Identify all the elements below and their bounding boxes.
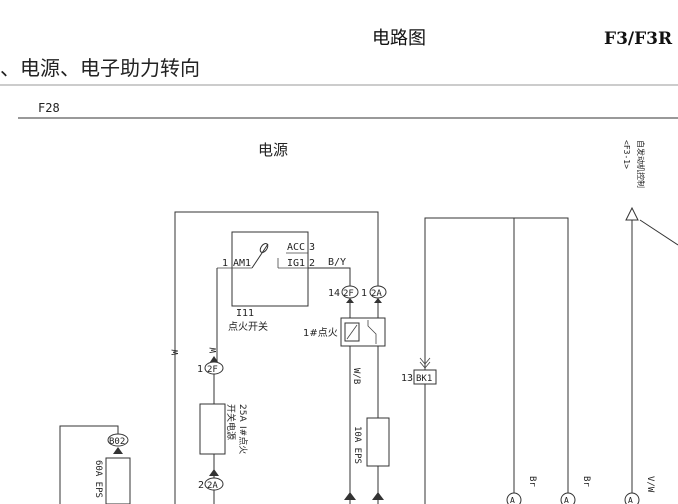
right-bus-wire bbox=[424, 217, 569, 504]
wire-color-by: B/Y bbox=[328, 257, 346, 268]
relay-pin-left: 14 bbox=[328, 288, 340, 299]
terminal-a-1 bbox=[506, 492, 522, 504]
relay-box bbox=[340, 317, 386, 347]
wire-color-br2: Br bbox=[581, 476, 591, 487]
fuse-25a-label2: 开关电源 bbox=[225, 404, 237, 440]
relay-pin-right: 1 bbox=[361, 288, 367, 299]
terminal-a-3-label: A bbox=[628, 496, 633, 504]
model-label: F3/F3R 车 bbox=[604, 28, 678, 49]
wire-color-wb: W/B bbox=[351, 368, 361, 384]
fuse-eps-60a bbox=[105, 457, 131, 504]
relay-coil-slash bbox=[346, 324, 358, 340]
fuse-25a-rating: 25A bbox=[237, 404, 247, 422]
bk1-id: BK1 bbox=[416, 374, 432, 384]
eps-60a-branch-wire bbox=[59, 425, 119, 504]
relay-contact-icon bbox=[367, 320, 377, 344]
pin-am1-number: 1 bbox=[222, 258, 228, 269]
arrow-bottom-left-icon bbox=[344, 492, 356, 500]
arrow-2a-icon bbox=[374, 298, 382, 303]
relay-conn-right: 2A bbox=[371, 289, 382, 299]
connector-b02 bbox=[107, 433, 129, 447]
relay-name: 1#点火 bbox=[303, 327, 338, 339]
ig1-output-wire bbox=[308, 267, 351, 290]
ecu-diagonal-wire bbox=[639, 219, 678, 246]
wire-color-w-am1: W bbox=[209, 347, 219, 353]
fuse-eps-60a-label: 60A EPS bbox=[93, 460, 103, 498]
wire-color-w-main: W bbox=[171, 349, 181, 355]
wire-color-br1: Br bbox=[527, 476, 537, 487]
power-title: 电源 bbox=[258, 141, 288, 159]
pin-acc-number: 3 bbox=[309, 242, 315, 253]
terminal-a-1-label: A bbox=[510, 496, 515, 504]
doc-title: 电路图 bbox=[372, 28, 426, 49]
main-power-wire bbox=[174, 211, 379, 504]
page-code: F28 bbox=[38, 101, 60, 115]
connector-bk1 bbox=[413, 369, 437, 385]
terminal-a-3 bbox=[624, 492, 640, 504]
ecu-arrow-icon bbox=[625, 206, 639, 221]
switch-arm bbox=[251, 243, 269, 269]
arrow-c2a-icon bbox=[209, 469, 219, 476]
switch-knob-icon bbox=[259, 243, 269, 253]
b02-id: B02 bbox=[109, 437, 125, 447]
c2a-pin: 2 bbox=[198, 480, 204, 491]
bk1-arrow-icon bbox=[419, 357, 431, 369]
ignition-switch-name: 点火开关 bbox=[228, 320, 268, 333]
pin-ig1-number: 2 bbox=[309, 258, 315, 269]
c2f-id: 2F bbox=[207, 365, 218, 375]
bk1-pin: 13 bbox=[401, 373, 413, 384]
ecu-ref-line1: 自发动机控制 bbox=[636, 140, 646, 188]
pin-ig1-label: IG1 bbox=[287, 258, 305, 269]
c2a-id: 2A bbox=[207, 481, 218, 491]
c2f-pin: 1 bbox=[197, 364, 203, 375]
fuse-ignition-25a bbox=[199, 403, 226, 455]
relay-conn-left: 2F bbox=[343, 289, 354, 299]
pin-am1-label: AM1 bbox=[233, 258, 251, 269]
fuse-25a-label: Ⅰ#点火 bbox=[237, 426, 248, 454]
section-title: 、电源、电子助力转向 bbox=[0, 56, 200, 80]
fuse-eps-10a bbox=[366, 417, 390, 467]
ecu-ref-line2: <F3-1> bbox=[622, 140, 631, 169]
terminal-a-2-label: A bbox=[564, 496, 569, 504]
fuse-eps-10a-label: 10A EPS bbox=[352, 426, 362, 464]
ignition-switch-ref: I11 bbox=[236, 308, 254, 319]
arrow-bottom-right-icon bbox=[372, 492, 384, 500]
wire-color-vw: V/W bbox=[645, 476, 655, 493]
arrow-2f-icon bbox=[346, 298, 354, 303]
ignition-switch-box bbox=[231, 231, 309, 307]
arrow-b02-icon bbox=[113, 447, 123, 454]
pin-acc-label: ACC bbox=[287, 242, 305, 253]
arrow-c2f-icon bbox=[210, 356, 218, 362]
terminal-a-2 bbox=[560, 492, 576, 504]
relay-coil-icon bbox=[344, 322, 360, 342]
